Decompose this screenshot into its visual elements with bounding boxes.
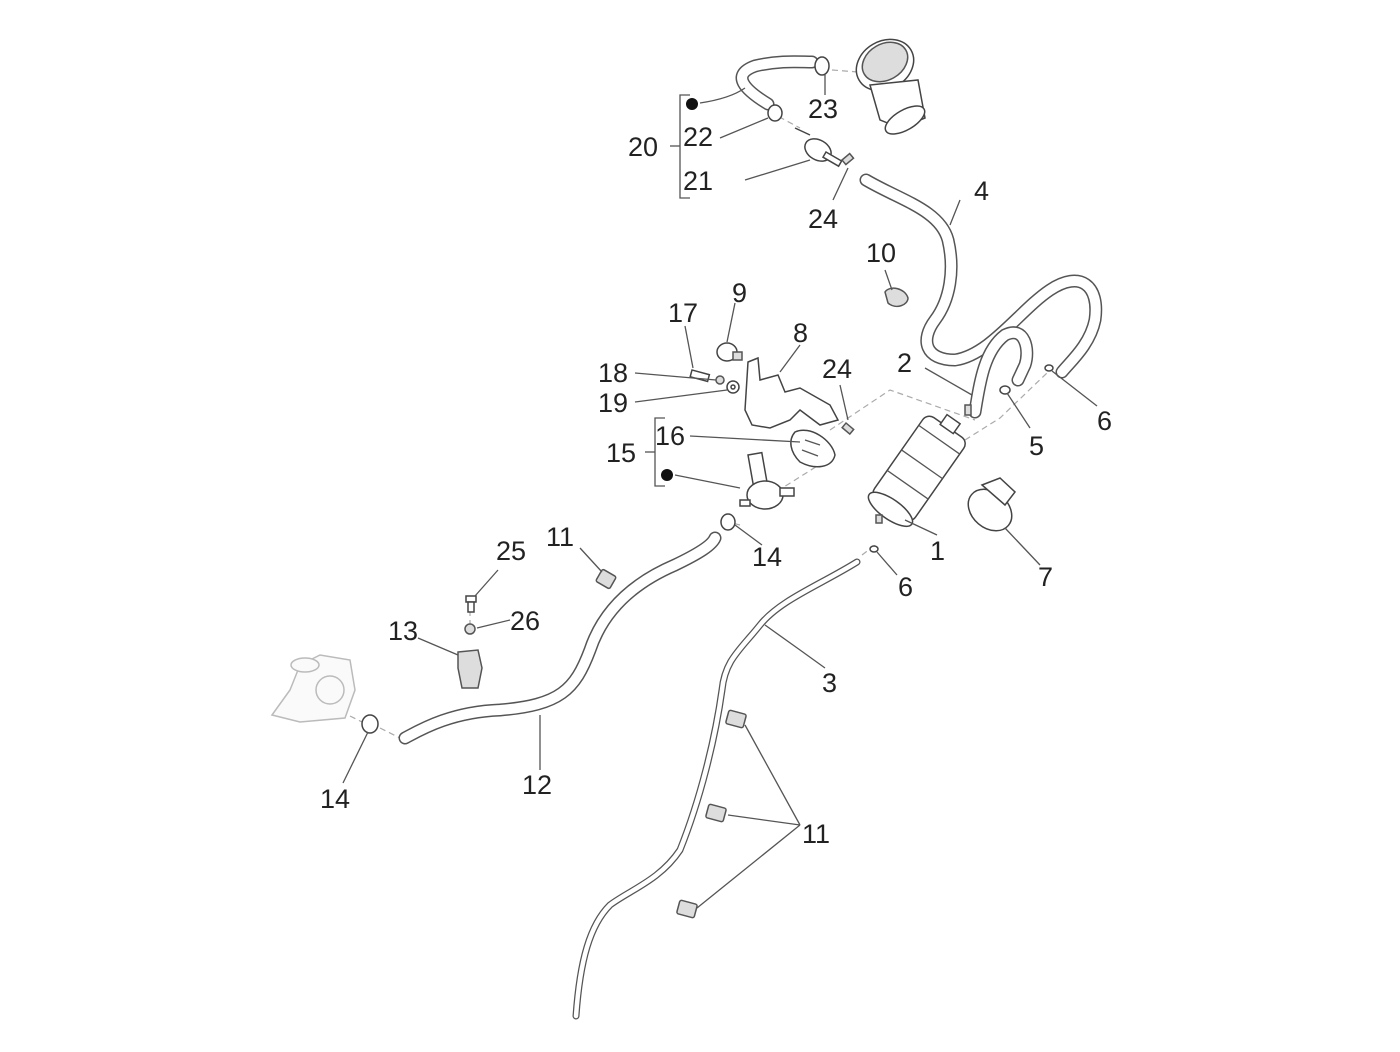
callout-23: 23 xyxy=(808,94,838,124)
callout-20: 20 xyxy=(628,132,658,162)
filler-neck-cap xyxy=(855,38,926,135)
part-8-bracket xyxy=(744,356,840,429)
callout-1: 1 xyxy=(930,536,945,566)
callout-12: 12 xyxy=(522,770,552,800)
callout-18: 18 xyxy=(598,358,628,388)
part-18-washer xyxy=(715,375,725,385)
callout-25: 25 xyxy=(496,536,526,566)
hose-12 xyxy=(398,531,722,745)
part-24-fitting-top xyxy=(840,152,855,166)
part-11-connector-4 xyxy=(676,899,698,919)
part-22-ring xyxy=(767,104,783,122)
hose-20 xyxy=(735,55,819,111)
part-6-clip-top xyxy=(1044,364,1054,372)
part-7-strap xyxy=(967,477,1017,532)
group-bracket-20 xyxy=(670,94,698,199)
group-15-bullet xyxy=(661,469,673,481)
throttle-body-context xyxy=(270,654,356,723)
callout-labels: 20 22 21 23 24 4 10 9 17 8 18 19 24 2 6 … xyxy=(320,94,1112,849)
hose-3 xyxy=(572,558,861,1020)
part-1-canister xyxy=(867,404,972,528)
group-20-bullet xyxy=(686,98,698,110)
part-14-ring-left xyxy=(361,714,379,734)
callout-14-left: 14 xyxy=(320,784,350,814)
part-10-clip xyxy=(884,287,909,308)
part-6-clip-bottom xyxy=(869,545,879,553)
part-19-washer xyxy=(726,380,740,394)
part-11-connector-3 xyxy=(705,803,727,823)
callout-5: 5 xyxy=(1029,431,1044,461)
part-24-fitting-mid xyxy=(841,421,855,436)
callout-3: 3 xyxy=(822,668,837,698)
callout-26: 26 xyxy=(510,606,540,636)
callout-14-mid: 14 xyxy=(752,542,782,572)
callout-17: 17 xyxy=(668,298,698,328)
group-bracket-15 xyxy=(645,417,673,487)
part-25-bolt xyxy=(465,595,477,613)
part-15-sensor xyxy=(739,451,795,510)
callout-4: 4 xyxy=(974,176,989,206)
callout-2: 2 xyxy=(897,348,912,378)
callout-24-mid: 24 xyxy=(822,354,852,384)
part-14-ring-mid xyxy=(720,513,736,531)
part-5-clip xyxy=(999,385,1011,395)
hose-2 xyxy=(968,326,1034,419)
part-11-connector-1 xyxy=(595,568,617,590)
callout-21: 21 xyxy=(683,166,713,196)
part-13-clip xyxy=(457,649,483,689)
callout-24-top: 24 xyxy=(808,204,838,234)
callout-19: 19 xyxy=(598,388,628,418)
part-16-holder xyxy=(790,429,836,468)
callout-8: 8 xyxy=(793,318,808,348)
part-26-washer xyxy=(464,623,476,635)
part-21-valve xyxy=(794,127,843,168)
callout-11-group: 11 xyxy=(802,819,830,849)
callout-22: 22 xyxy=(683,122,713,152)
callout-7: 7 xyxy=(1038,562,1053,592)
callout-9: 9 xyxy=(732,278,747,308)
callout-6-top: 6 xyxy=(1097,406,1112,436)
part-11-connector-2 xyxy=(725,709,747,729)
callout-15: 15 xyxy=(606,438,636,468)
callout-6-bottom: 6 xyxy=(898,572,913,602)
hose-4 xyxy=(859,173,1103,379)
part-9-clamp xyxy=(716,342,743,362)
callout-10: 10 xyxy=(866,238,896,268)
callout-16: 16 xyxy=(655,421,685,451)
part-23-ring xyxy=(814,56,830,76)
callout-11-top: 11 xyxy=(546,522,574,552)
leader-lines xyxy=(342,75,1098,909)
callout-13: 13 xyxy=(388,616,418,646)
